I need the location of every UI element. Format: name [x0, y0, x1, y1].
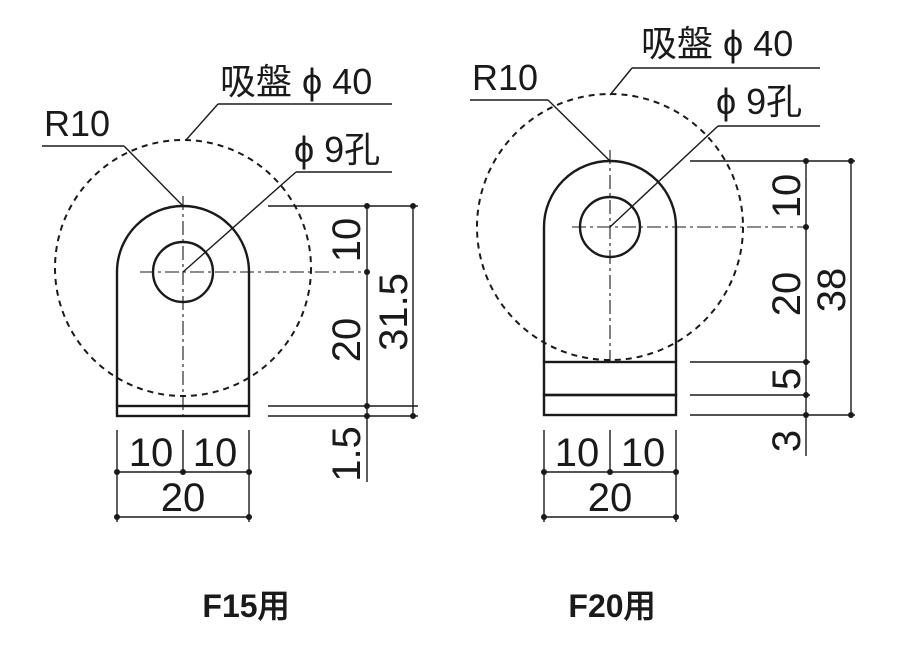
f20-dim-dot	[848, 412, 854, 418]
f15-dim-dot	[364, 403, 370, 409]
f15-suction-label: 吸盤 ϕ 40	[220, 61, 372, 102]
f20-hole-label: ϕ 9孔	[716, 81, 802, 122]
f15-dim-base: 1.5	[325, 426, 369, 482]
f20-dim-dot	[803, 359, 809, 365]
f20-dim-half-right: 10	[621, 431, 666, 475]
f20-dim-width: 20	[588, 476, 633, 520]
f20-drawing: 吸盤 ϕ 40 R10 ϕ 9孔 10 20 5 3 38	[470, 23, 855, 624]
f15-dim-dot	[364, 413, 370, 419]
f20-radius-leader	[547, 99, 611, 162]
f15-dim-dot	[364, 269, 370, 275]
f20-band	[542, 360, 678, 397]
f15-dim-dot	[114, 514, 120, 520]
f15-dim-dot	[410, 203, 416, 209]
f20-radius-label: R10	[472, 57, 538, 98]
f20-dim-dot	[803, 392, 809, 398]
f20-dim-dot	[803, 412, 809, 418]
f15-dim-half-right: 10	[193, 431, 238, 475]
f20-dim-top: 10	[765, 174, 809, 219]
f20-dim-dot	[541, 469, 547, 475]
f15-dim-dot	[246, 469, 252, 475]
f20-suction-label: 吸盤 ϕ 40	[641, 23, 793, 64]
f20-suction-leader	[609, 67, 633, 96]
f20-dim-base: 3	[765, 430, 809, 452]
f20-hole-leader	[609, 125, 719, 228]
f20-dim-dot	[673, 469, 679, 475]
f15-drawing: 吸盤 ϕ 40 R10 ϕ 9孔 10 20 31.5 1.5	[42, 61, 418, 624]
f20-dim-dot	[541, 514, 547, 520]
f15-dim-dot	[364, 203, 370, 209]
f15-radius-label: R10	[44, 103, 110, 144]
f15-dim-half-left: 10	[129, 431, 174, 475]
f15-dim-width: 20	[161, 476, 206, 520]
f15-caption: F15用	[202, 588, 289, 624]
f20-dim-dot	[673, 514, 679, 520]
f20-base-plate	[542, 393, 678, 417]
f20-dim-dot	[607, 469, 613, 475]
f15-hole-leader	[182, 171, 297, 273]
f20-caption: F20用	[568, 588, 655, 624]
f15-radius-leader	[123, 145, 184, 207]
f20-dim-dot	[848, 158, 854, 164]
f15-dim-total: 31.5	[372, 273, 416, 351]
f20-dim-band: 5	[765, 368, 809, 390]
f15-dim-dot	[246, 514, 252, 520]
f15-dim-dot	[114, 469, 120, 475]
f15-hole-label: ϕ 9孔	[294, 129, 380, 170]
f20-dim-mid: 20	[765, 272, 809, 317]
f20-dim-total: 38	[810, 268, 854, 313]
f15-dim-dot	[410, 413, 416, 419]
f20-dim-dot	[803, 158, 809, 164]
f15-dim-top: 10	[325, 218, 369, 263]
f15-dim-mid: 20	[325, 318, 369, 363]
f15-suction-leader	[185, 103, 219, 141]
f15-dim-dot	[180, 469, 186, 475]
f20-dim-dot	[803, 224, 809, 230]
f20-dim-half-left: 10	[555, 431, 600, 475]
